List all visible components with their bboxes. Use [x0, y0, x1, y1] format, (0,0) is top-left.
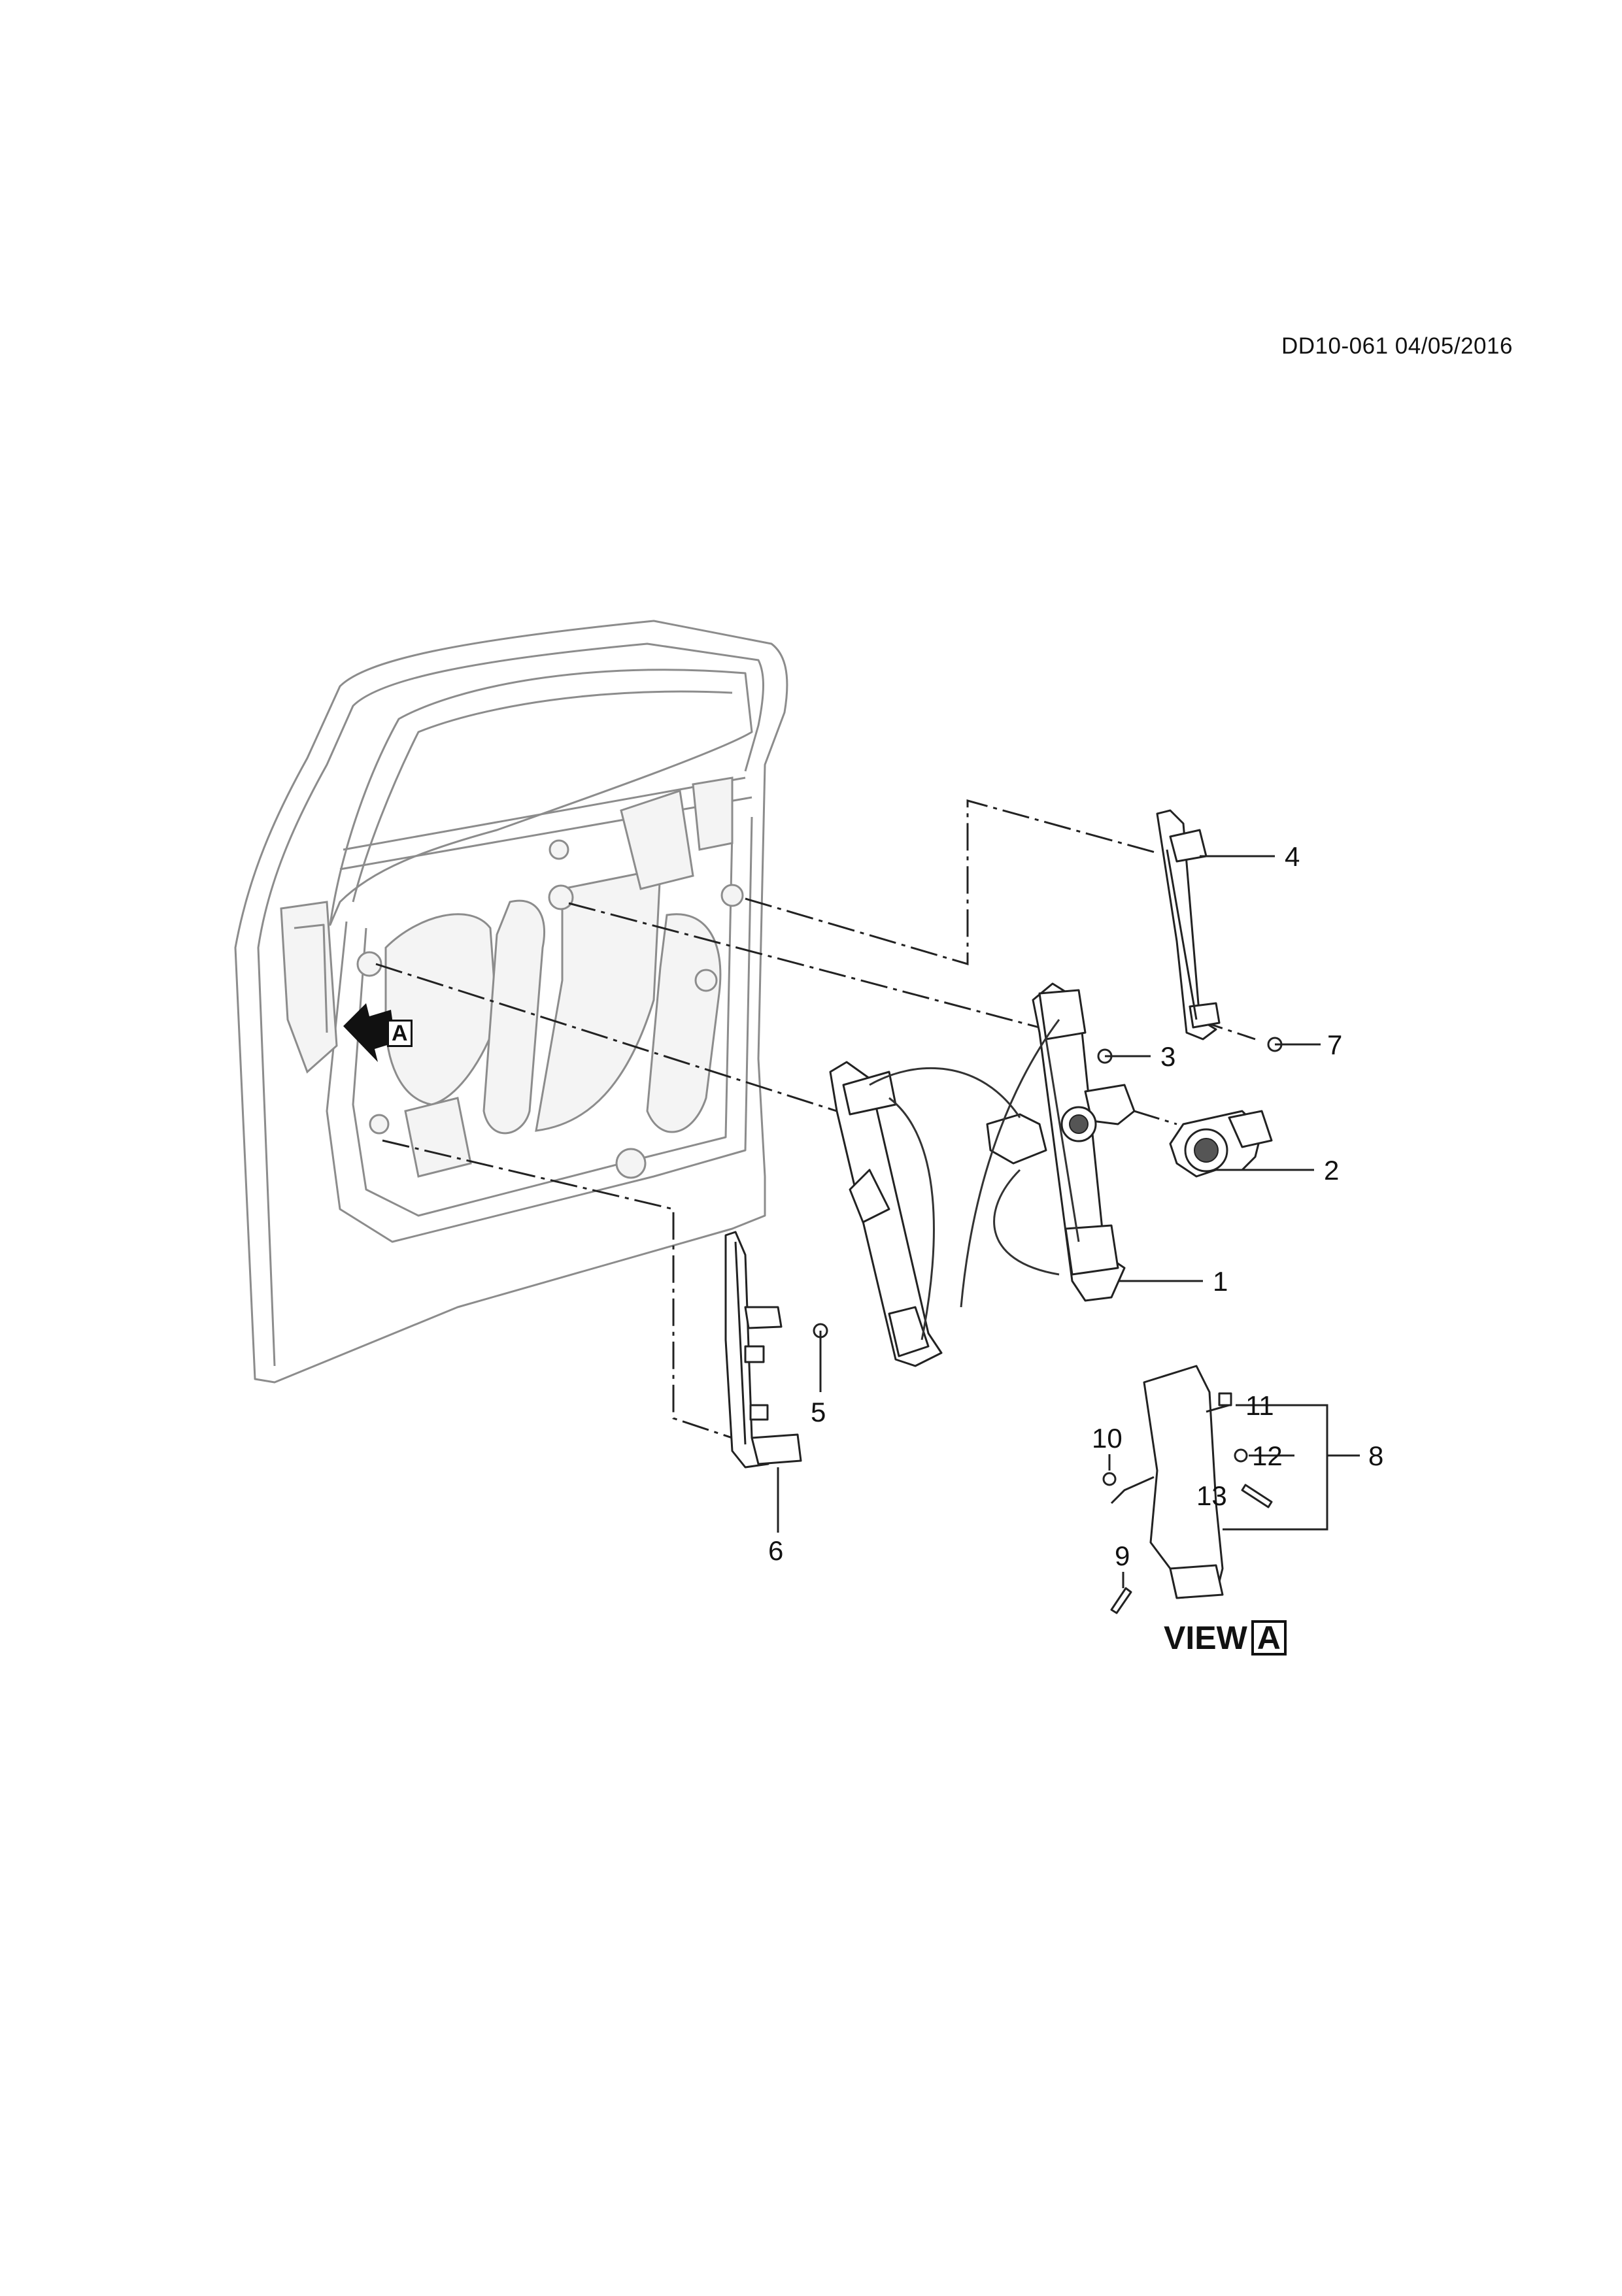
- view-word: VIEW: [1164, 1620, 1247, 1656]
- callout-9: 9: [1115, 1540, 1130, 1571]
- view-a-arrow-icon: [343, 1003, 396, 1062]
- callout-4: 4: [1285, 841, 1300, 872]
- callout-11: 11: [1245, 1390, 1274, 1421]
- callout-leader-lines: [777, 855, 1360, 1588]
- callout-1: 1: [1213, 1266, 1228, 1297]
- lower-guide-channel: [724, 1231, 802, 1469]
- upper-guide-channel: [1156, 809, 1221, 1040]
- callout-12: 12: [1252, 1440, 1283, 1471]
- view-a-bracket-detail: [1110, 1365, 1230, 1599]
- view-letter-box: A: [1251, 1620, 1287, 1655]
- callout-13: 13: [1196, 1480, 1227, 1511]
- callout-7: 7: [1327, 1029, 1343, 1060]
- regulator-motor: [1060, 1084, 1273, 1178]
- callout-2: 2: [1324, 1155, 1340, 1186]
- callout-3: 3: [1160, 1041, 1176, 1072]
- drawing-id-date: DD10-061 04/05/2016: [1281, 333, 1513, 359]
- door-shell: [234, 620, 788, 1384]
- view-a-marker-label: A: [387, 1020, 413, 1047]
- callout-6: 6: [768, 1535, 784, 1566]
- callout-8: 8: [1368, 1440, 1384, 1471]
- callout-5: 5: [811, 1397, 826, 1427]
- callout-10: 10: [1092, 1423, 1123, 1454]
- window-regulator: [829, 982, 1126, 1367]
